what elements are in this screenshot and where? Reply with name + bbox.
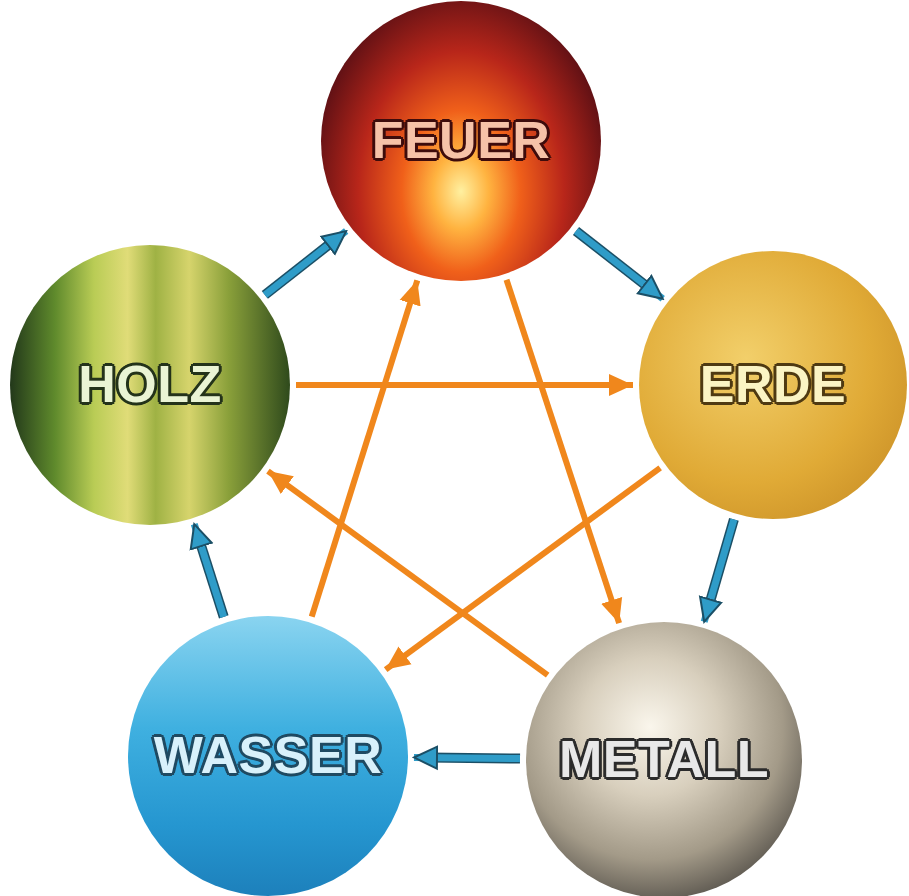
element-label: METALL: [559, 731, 769, 788]
generating-arrow: [414, 757, 520, 758]
generating-arrow: [576, 231, 663, 299]
control-arrow: [506, 280, 619, 623]
element-circle: METALL: [526, 622, 802, 896]
element-circle: ERDE: [639, 251, 907, 519]
element-label: HOLZ: [78, 356, 222, 413]
generating-arrow: [704, 519, 734, 621]
element-label: FEUER: [372, 112, 551, 169]
element-circle: HOLZ: [10, 245, 290, 525]
element-circle: FEUER: [321, 1, 601, 281]
generating-arrow: [194, 524, 223, 617]
element-circle: WASSER: [128, 616, 408, 896]
control-arrow: [296, 382, 633, 388]
element-label: ERDE: [700, 356, 846, 413]
generating-arrow: [265, 231, 346, 295]
element-label: WASSER: [154, 727, 382, 784]
